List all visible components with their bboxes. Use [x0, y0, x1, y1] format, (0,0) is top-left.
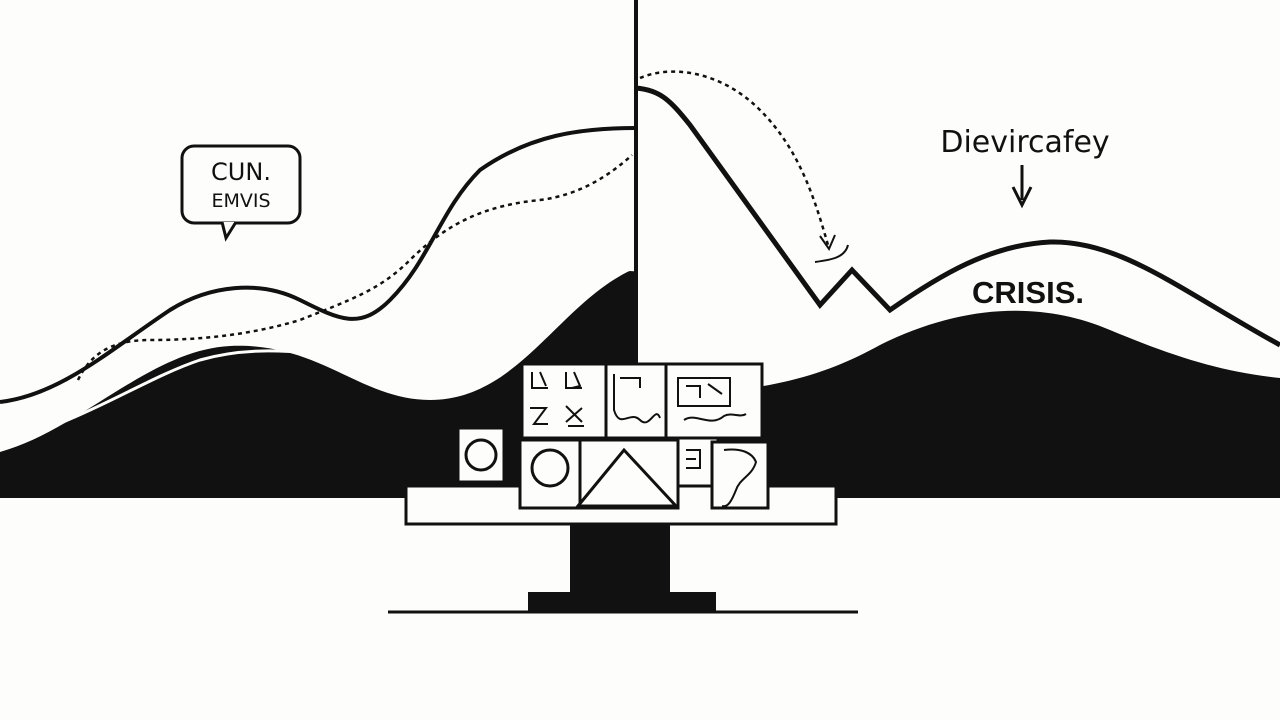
panel-glyphs: [520, 362, 608, 440]
dashed-arrowhead: [819, 234, 836, 252]
bubble-text-line2: EMVIS: [211, 190, 270, 212]
panel-cluster: [456, 362, 770, 510]
panel-squiggle: [604, 362, 668, 440]
left-lower-line: [0, 126, 637, 404]
bubble-text-line1: CUN.: [211, 158, 271, 186]
right-crisis-line: [635, 85, 1280, 348]
divergence-label: Dievircafey: [940, 125, 1109, 160]
circle-icon: [464, 438, 498, 472]
right-dashed-curve: [639, 70, 830, 246]
left-dashed-trend: [76, 154, 633, 381]
triangle-icon: [574, 447, 680, 508]
speech-bubble-icon: CUN. EMVIS: [180, 144, 302, 242]
panel-map: [664, 362, 764, 440]
map-sketch-icon: [710, 440, 770, 510]
left-white-band: [0, 268, 637, 442]
crisis-label: CRISIS.: [972, 275, 1084, 310]
right-dark-wave: [636, 310, 1280, 498]
down-arrow-icon: [1011, 165, 1033, 209]
scribble-mark: [814, 244, 849, 263]
large-circle-shape: [530, 448, 570, 488]
